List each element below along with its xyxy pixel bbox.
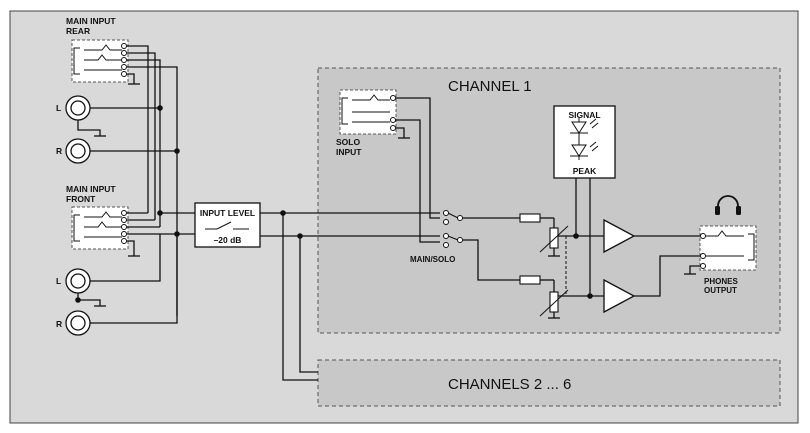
solo-input-jack[interactable] [339,89,397,135]
channel-1-title: CHANNEL 1 [448,78,532,95]
rca-rear-right-label: R [56,146,62,156]
channels-2-6-box [317,359,781,407]
solo-wiring [396,97,440,243]
main-input-front-title-line1: MAIN INPUT [66,184,116,194]
solo-input-label: SOLO INPUT [336,137,362,157]
rca-rear-left-label: L [56,103,61,113]
input-level-title: INPUT LEVEL [200,208,255,218]
rca-front-right-jack[interactable] [65,310,91,336]
rca-front-left-label: L [56,276,61,286]
rca-rear-left-jack[interactable] [65,95,91,121]
input-level-value: –20 dB [214,235,242,245]
rca-rear-right-jack[interactable] [65,138,91,164]
main-input-rear-title-line2: REAR [66,26,90,36]
solo-input-label-line2: INPUT [336,147,362,157]
channel-wiring [463,178,604,319]
signal-wiring [260,210,440,381]
main-input-rear-title-line1: MAIN INPUT [66,16,116,26]
peak-label: PEAK [573,166,597,176]
input-wiring [75,45,195,324]
channels-2-6-title: CHANNELS 2 ... 6 [448,376,571,393]
main-input-rear-jack[interactable] [71,39,129,83]
output-wiring [634,235,700,297]
input-level-switch[interactable]: INPUT LEVEL –20 dB [194,202,261,248]
amplifier-upper [603,218,636,254]
solo-input-label-line1: SOLO [336,137,360,147]
rca-front-right-label: R [56,319,62,329]
rca-front-left-jack[interactable] [65,268,91,294]
main-input-front-title-line2: FRONT [66,194,96,204]
phones-output-label: PHONES OUTPUT [704,277,740,295]
headphones-icon [715,195,741,215]
main-input-front-jack[interactable] [71,206,129,250]
main-input-front-title: MAIN INPUT FRONT [66,184,118,204]
phones-output-jack[interactable] [699,225,757,271]
main-solo-switch[interactable] [443,210,463,248]
amplifier-lower [603,278,636,314]
signal-peak-indicator: SIGNAL PEAK [553,105,616,179]
phones-output-label-line1: PHONES [704,277,738,286]
main-input-rear-title: MAIN INPUT REAR [66,16,118,36]
phones-output-label-line2: OUTPUT [704,286,737,295]
signal-label: SIGNAL [568,110,600,120]
main-solo-label: MAIN/SOLO [410,255,455,264]
